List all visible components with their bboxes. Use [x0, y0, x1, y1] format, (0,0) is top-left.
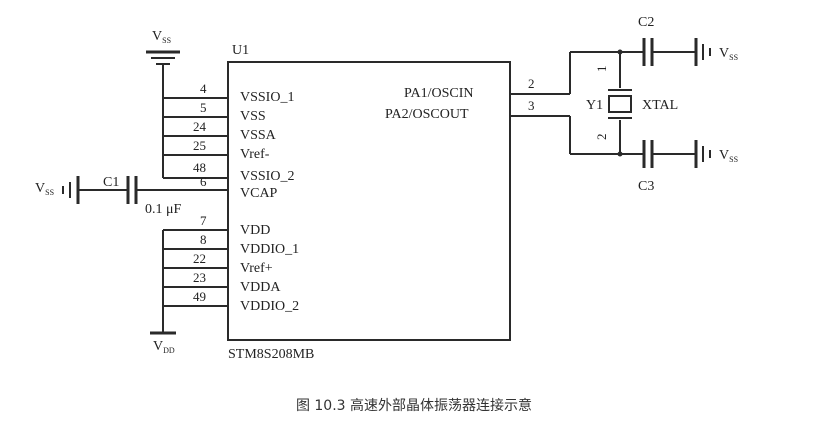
pin-name: VDD	[240, 223, 270, 238]
pin-name: Vref+	[240, 261, 273, 276]
y1-type: XTAL	[642, 98, 678, 113]
pin-name: VSSIO_1	[240, 90, 294, 105]
chip-body	[227, 61, 511, 341]
c3-capacitor-circuit: C3 VSS	[570, 140, 738, 194]
pin-number: 5	[200, 100, 207, 115]
c2-label: C2	[638, 15, 654, 30]
pin-name: PA2/OSCOUT	[385, 107, 469, 122]
vdd-label: VDD	[153, 339, 175, 355]
pin-name: VDDA	[240, 280, 281, 295]
pin-name: VSSA	[240, 128, 277, 143]
pin-name: VSS	[240, 109, 266, 124]
vss-label-top: VSS	[152, 29, 171, 45]
y1-pin2: 2	[594, 134, 609, 141]
c1-label: C1	[103, 175, 119, 190]
c1-value: 0.1 μF	[145, 202, 182, 217]
pin-number: 48	[193, 160, 206, 175]
y1-crystal: Y1 XTAL 1 2	[586, 49, 678, 157]
right-pins: PA1/OSCIN PA2/OSCOUT 2 3	[385, 52, 571, 154]
pin-name: VDDIO_1	[240, 242, 299, 257]
y1-label: Y1	[586, 98, 603, 113]
chip-part-number: STM8S208MB	[228, 347, 314, 362]
pin-number: 7	[200, 213, 207, 228]
vss-pin-wires	[163, 97, 228, 179]
vss-label-c2: VSS	[719, 46, 738, 62]
pin-name: VSSIO_2	[240, 169, 294, 184]
c2-capacitor-circuit: C2 VSS	[570, 15, 738, 66]
pin-number: 49	[193, 289, 206, 304]
pin-number: 6	[200, 174, 207, 189]
pin-number: 24	[193, 119, 207, 134]
vdd-pin-wires	[162, 229, 228, 333]
pin-number: 3	[528, 98, 535, 113]
vss-label-c1: VSS	[35, 181, 54, 197]
chip-ref: U1	[232, 43, 249, 58]
figure-caption: 图 10.3 高速外部晶体振荡器连接示意	[296, 397, 532, 414]
vss-ground-symbol-top: VSS	[146, 29, 180, 178]
y1-pin1: 1	[594, 66, 609, 73]
pin-number: 4	[200, 81, 207, 96]
pin-number: 22	[193, 251, 206, 266]
vss-label-c3: VSS	[719, 148, 738, 164]
pin-name: Vref-	[240, 147, 270, 162]
c3-label: C3	[638, 179, 654, 194]
pin-name: VCAP	[240, 186, 278, 201]
left-pin-numbers: 4 5 24 25 48 6 7 8 22 23 49	[193, 81, 207, 304]
c1-capacitor-circuit: VSS C1 0.1 μF	[35, 175, 228, 217]
pin-name: VDDIO_2	[240, 299, 299, 314]
pin-number: 23	[193, 270, 206, 285]
pin-name: PA1/OSCIN	[404, 86, 474, 101]
pin-number: 25	[193, 138, 206, 153]
vdd-supply-symbol: VDD	[150, 331, 176, 355]
pin-number: 2	[528, 76, 535, 91]
pin-number: 8	[200, 232, 207, 247]
left-pin-names: VSSIO_1 VSS VSSA Vref- VSSIO_2 VCAP VDD …	[240, 90, 299, 314]
